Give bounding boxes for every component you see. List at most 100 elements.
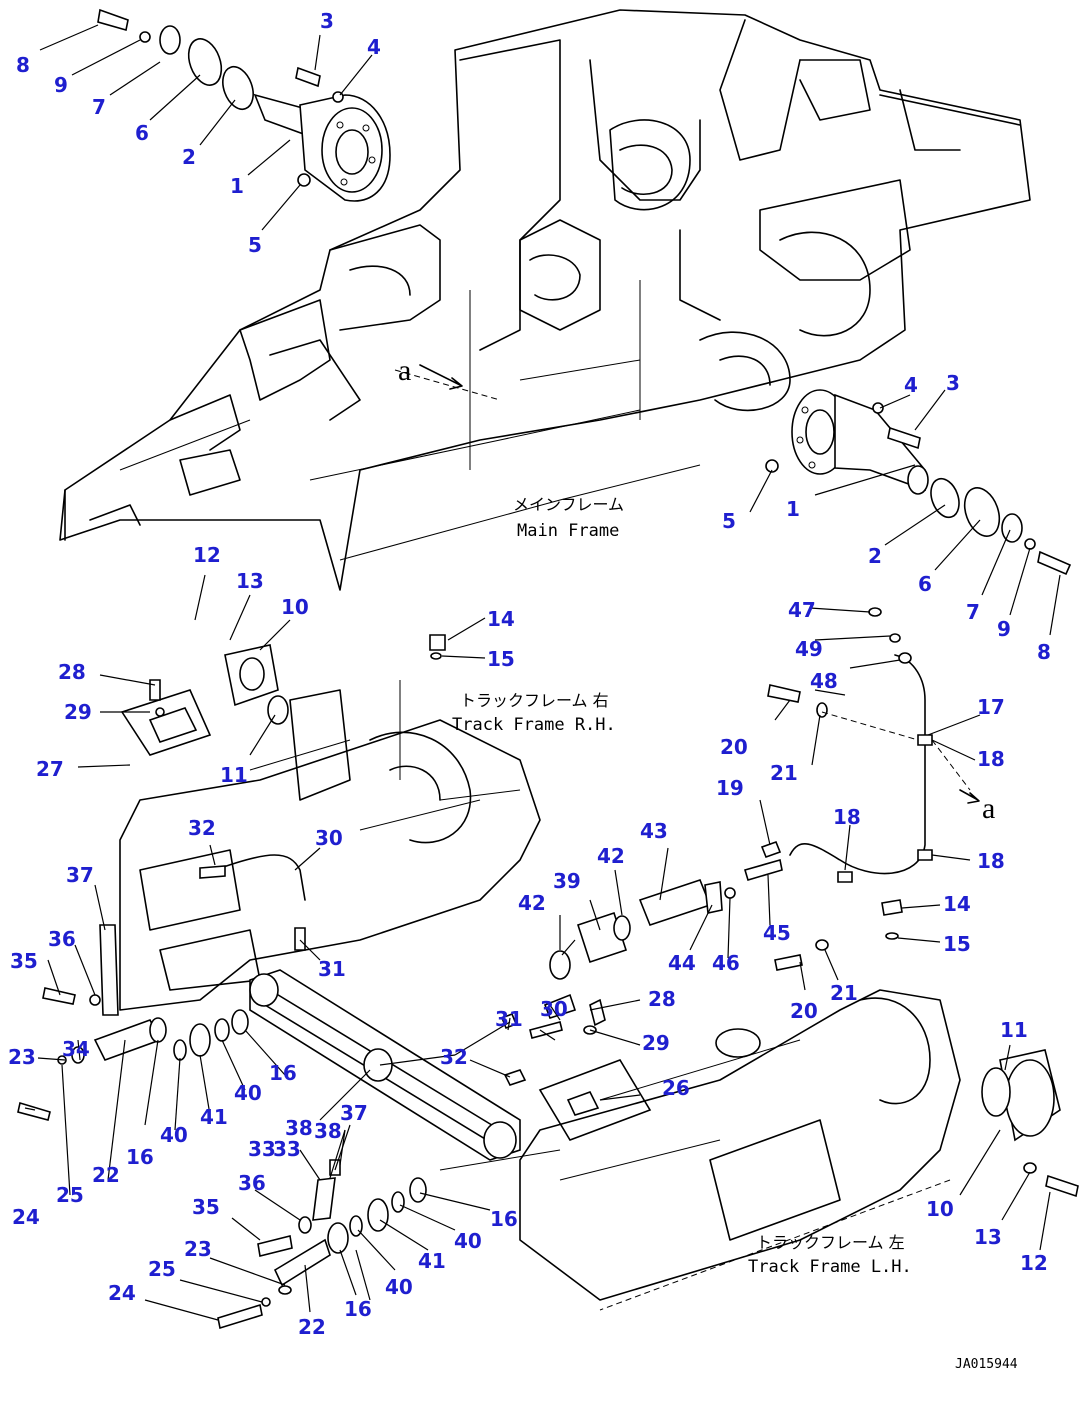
callout-numbers: 8 9 7 6 2 1 3 4 5 4 3 5 1 2 6 7 9 8 12 1…: [8, 9, 1051, 1339]
callout-48: 48: [810, 669, 838, 693]
callout-15: 15: [487, 647, 515, 671]
callout-37: 37: [66, 863, 94, 887]
callout-41: 41: [418, 1249, 446, 1273]
reference-a-upper: a: [398, 354, 411, 387]
pivot-shaft-left-assembly: [97, 8, 391, 202]
callout-16: 16: [344, 1297, 372, 1321]
reference-a-right: a: [982, 792, 995, 825]
leader-lines: [24, 24, 1061, 1321]
callout-2: 2: [182, 145, 196, 169]
equalizer-bar-and-hoses: [17, 854, 652, 1330]
callout-11: 11: [1000, 1018, 1028, 1042]
callout-25: 25: [56, 1183, 84, 1207]
callout-13: 13: [236, 569, 264, 593]
callout-26: 26: [662, 1076, 690, 1100]
callout-16: 16: [269, 1061, 297, 1085]
callout-27: 27: [36, 757, 64, 781]
reference-arrow-a-upper: [419, 364, 463, 390]
callout-28: 28: [58, 660, 86, 684]
track-frame-rh-label-jp: トラックフレーム 右: [460, 691, 609, 710]
callout-16: 16: [126, 1145, 154, 1169]
track-frame-lh-label-en: Track Frame L.H.: [748, 1257, 912, 1277]
callout-40: 40: [160, 1123, 188, 1147]
callout-20: 20: [790, 999, 818, 1023]
callout-6: 6: [135, 121, 149, 145]
callout-30: 30: [540, 997, 568, 1021]
callout-7: 7: [966, 600, 980, 624]
callout-12: 12: [193, 543, 221, 567]
callout-36: 36: [48, 927, 76, 951]
callout-40: 40: [234, 1081, 262, 1105]
callout-16: 16: [490, 1207, 518, 1231]
callout-22: 22: [298, 1315, 326, 1339]
callout-1: 1: [230, 174, 244, 198]
callout-29: 29: [642, 1031, 670, 1055]
callout-23: 23: [8, 1045, 36, 1069]
callout-33: 33: [248, 1137, 276, 1161]
callout-6: 6: [918, 572, 932, 596]
callout-39: 39: [553, 869, 581, 893]
callout-46: 46: [712, 951, 740, 975]
callout-45: 45: [763, 921, 791, 945]
callout-24: 24: [12, 1205, 40, 1229]
callout-15: 15: [943, 932, 971, 956]
callout-47: 47: [788, 598, 816, 622]
callout-14: 14: [487, 607, 515, 631]
callout-23: 23: [184, 1237, 212, 1261]
callout-2: 2: [868, 544, 882, 568]
callout-3: 3: [320, 9, 334, 33]
callout-21: 21: [830, 981, 858, 1005]
callout-38: 38: [314, 1119, 342, 1143]
callout-43: 43: [640, 819, 668, 843]
callout-4: 4: [904, 373, 918, 397]
main-frame-label-jp: メインフレーム: [513, 495, 624, 514]
pivot-shaft-right-assembly: [765, 389, 1072, 576]
callout-35: 35: [10, 949, 38, 973]
callout-31: 31: [495, 1007, 523, 1031]
main-frame-label-en: Main Frame: [517, 521, 619, 541]
callout-42: 42: [518, 891, 546, 915]
callout-44: 44: [668, 951, 696, 975]
callout-9: 9: [997, 617, 1011, 641]
track-frame-rh-label-en: Track Frame R.H.: [452, 715, 616, 735]
callout-32: 32: [188, 816, 216, 840]
track-frame-lh-drawing: [439, 989, 1079, 1311]
center-pin-assembly: [549, 840, 783, 980]
callout-40: 40: [385, 1275, 413, 1299]
reference-arrow-a-right: [959, 789, 980, 804]
callout-1: 1: [786, 497, 800, 521]
callout-12: 12: [1020, 1251, 1048, 1275]
callout-38: 38: [285, 1116, 313, 1140]
callout-24: 24: [108, 1281, 136, 1305]
callout-41: 41: [200, 1105, 228, 1129]
callout-33: 33: [273, 1137, 301, 1161]
grease-line: [767, 607, 971, 971]
callout-5: 5: [248, 233, 262, 257]
callout-7: 7: [92, 95, 106, 119]
callout-10: 10: [926, 1197, 954, 1221]
callout-18: 18: [833, 805, 861, 829]
callout-25: 25: [148, 1257, 176, 1281]
callout-31: 31: [318, 957, 346, 981]
main-frame-drawing: [59, 9, 1031, 591]
callout-4: 4: [367, 35, 381, 59]
callout-21: 21: [770, 761, 798, 785]
callout-34: 34: [62, 1037, 90, 1061]
callout-49: 49: [795, 637, 823, 661]
callout-13: 13: [974, 1225, 1002, 1249]
callout-20: 20: [720, 735, 748, 759]
callout-28: 28: [648, 987, 676, 1011]
callout-17: 17: [977, 695, 1005, 719]
callout-5: 5: [722, 509, 736, 533]
callout-42: 42: [597, 844, 625, 868]
callout-11: 11: [220, 763, 248, 787]
callout-29: 29: [64, 700, 92, 724]
callout-14: 14: [943, 892, 971, 916]
callout-3: 3: [946, 371, 960, 395]
track-frame-rh-drawing: [119, 634, 541, 1011]
callout-37: 37: [340, 1101, 368, 1125]
callout-18: 18: [977, 849, 1005, 873]
callout-36: 36: [238, 1171, 266, 1195]
track-frame-lh-label-jp: トラックフレーム 左: [756, 1233, 905, 1252]
